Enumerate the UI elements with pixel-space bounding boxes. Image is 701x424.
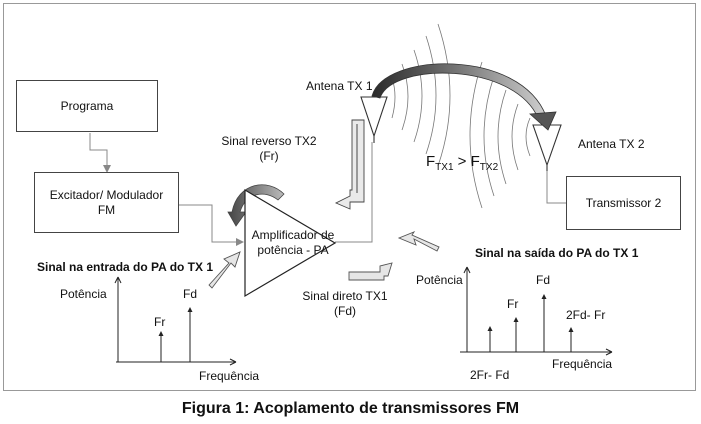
antenna-tx2-icon <box>532 124 562 171</box>
output-bar-fd-head <box>541 294 547 299</box>
input-chart-label-fd: Fd <box>183 287 198 301</box>
frequency-relation-op: > <box>453 153 471 170</box>
connector-lines <box>89 133 567 246</box>
output-bar-2fdfr-head <box>568 327 574 332</box>
output-chart-label-2frfd: 2Fr- Fd <box>470 368 510 382</box>
radio-waves-tx2 <box>469 61 531 209</box>
programa-box: Programa <box>16 80 158 132</box>
output-chart-title: Sinal na saída do PA do TX 1 <box>475 246 639 260</box>
output-bar-fr-head <box>513 317 519 322</box>
output-chart-xlabel: Frequência <box>552 357 613 371</box>
amplifier-pa-triangle <box>244 188 337 298</box>
transmissor2-box: Transmissor 2 <box>566 176 681 230</box>
block-arrows <box>208 231 440 289</box>
signal-reverse-label: Sinal reverso TX2 (Fr) <box>221 134 317 163</box>
input-chart-axes <box>114 276 237 366</box>
frequency-relation-f2: F <box>470 153 480 170</box>
excitador-box: Excitador/ Modulador FM <box>34 172 179 233</box>
output-bar-2frfd-head <box>487 326 493 331</box>
input-bar-fd-head <box>187 307 193 312</box>
input-chart-xlabel: Frequência <box>199 369 260 383</box>
antenna-tx1-icon <box>360 96 388 143</box>
antenna-tx2-label: Antena TX 2 <box>578 137 645 151</box>
curved-feedback-arrow <box>227 184 285 227</box>
output-chart-ylabel: Potência <box>416 273 463 287</box>
input-chart-bars <box>158 307 193 362</box>
output-chart-bars <box>487 294 574 352</box>
input-chart-label-fr: Fr <box>154 315 166 329</box>
frequency-relation-sub1: TX1 <box>435 162 454 173</box>
frequency-relation: FTX1 > FTX2 <box>426 135 498 177</box>
output-chart-axes <box>460 266 613 356</box>
input-chart-title: Sinal na entrada do PA do TX 1 <box>37 260 214 274</box>
input-bar-fr-head <box>158 331 164 336</box>
coupling-arc-arrow <box>371 63 557 131</box>
antenna-tx1-label: Antena TX 1 <box>306 79 373 93</box>
output-chart-label-fr: Fr <box>507 297 519 311</box>
reverse-signal-arrow <box>334 119 365 210</box>
input-chart-ylabel: Potência <box>60 287 107 301</box>
frequency-relation-f1: F <box>426 153 436 170</box>
signal-direct-label: Sinal direto TX1 (Fd) <box>302 289 388 318</box>
output-chart-label-fd: Fd <box>536 273 551 287</box>
output-chart-label-2fdfr: 2Fd- Fr <box>566 308 606 322</box>
figure-caption: Figura 1: Acoplamento de transmissores F… <box>181 400 520 417</box>
amplifier-label: Amplificador de potência - PA <box>251 228 335 257</box>
frequency-relation-sub2: TX2 <box>479 162 499 173</box>
